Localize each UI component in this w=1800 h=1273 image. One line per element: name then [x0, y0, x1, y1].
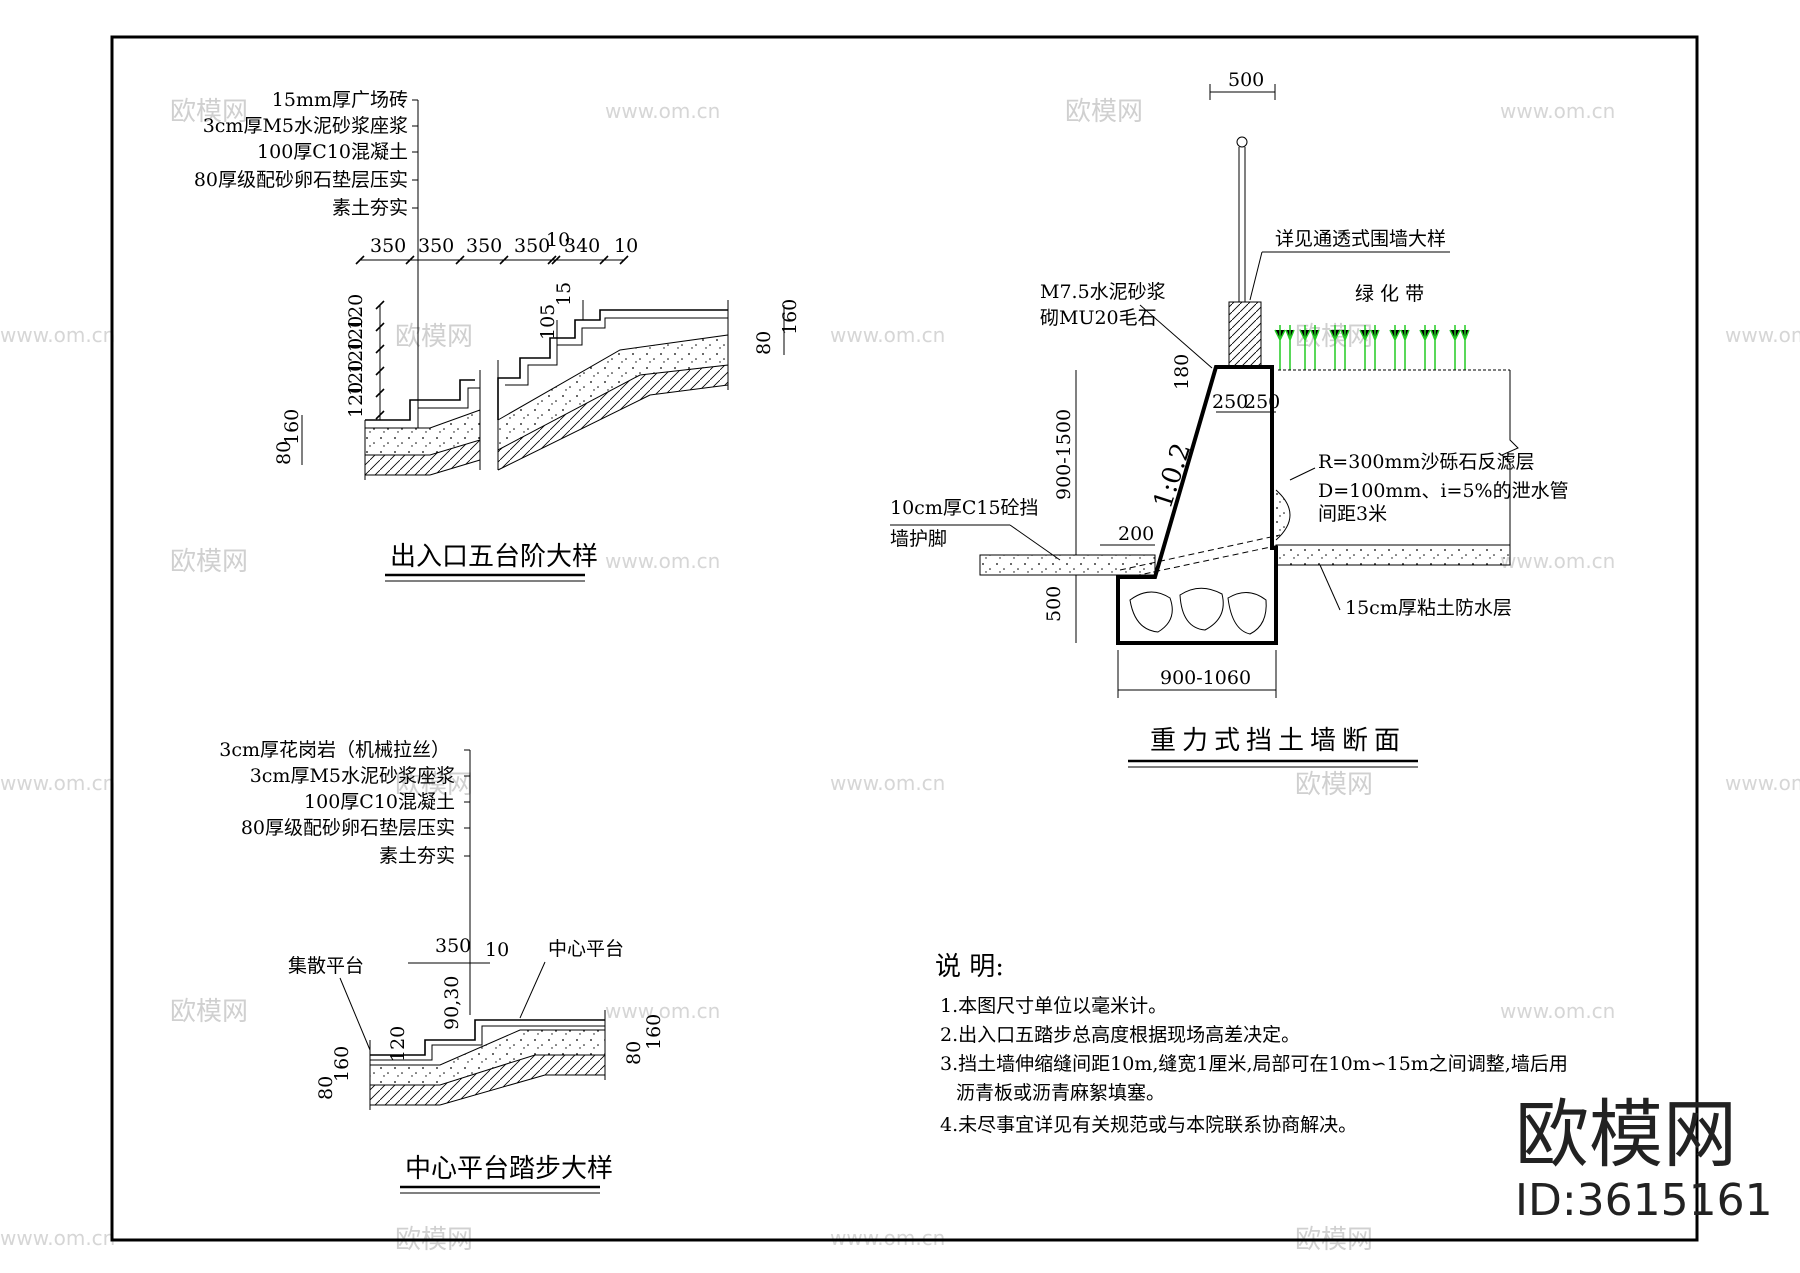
toe-label-2: 墙护脚 — [890, 528, 947, 550]
clay-label: 15cm厚粘土防水层 — [1345, 597, 1512, 619]
dim-label: 80 — [273, 441, 295, 465]
fence-note: 详见通透式围墙大样 — [1275, 228, 1446, 250]
drain-label-2: 间距3米 — [1318, 503, 1387, 525]
watermark-logo: 欧模网 — [170, 97, 248, 127]
note-item: 沥青板或沥青麻絮填塞。 — [956, 1082, 1165, 1104]
watermark-url: www.om.cn — [830, 1226, 945, 1250]
label-left: 集散平台 — [288, 955, 364, 977]
watermark-logo: 欧模网 — [1065, 97, 1143, 127]
watermark-url: www.om.cn — [605, 999, 720, 1023]
notes-heading: 说 明: — [935, 952, 1004, 982]
note-item: 1.本图尺寸单位以毫米计。 — [940, 995, 1167, 1017]
note-item: 2.出入口五踏步总高度根据现场高差决定。 — [940, 1024, 1300, 1046]
layer-label: 80厚级配砂卵石垫层压实 — [194, 169, 408, 191]
dim-label: 160 — [331, 1046, 353, 1082]
watermark-url: www.om.cn — [1500, 999, 1615, 1023]
notes: 说 明: 1.本图尺寸单位以毫米计。 2.出入口五踏步总高度根据现场高差决定。 … — [935, 952, 1568, 1136]
rubble — [1129, 587, 1267, 635]
dim-label: 90,30 — [441, 976, 463, 1030]
watermark-url: www.om.cn — [1500, 99, 1615, 123]
watermark-url: www.om.cn — [830, 323, 945, 347]
dim-label: 900-1500 — [1053, 409, 1075, 500]
dim-label: 80 — [315, 1076, 337, 1100]
detail-title: 出入口五台阶大样 — [390, 542, 598, 572]
layer-label: 15mm厚广场砖 — [272, 89, 408, 111]
dim-label: 160 — [281, 409, 303, 445]
watermark-url: www.om.cn — [0, 323, 115, 347]
filter-label: R=300mm沙砾石反滤层 — [1318, 451, 1535, 473]
layer-label: 素土夯实 — [332, 197, 408, 219]
watermark-url: www.om.cn — [1725, 771, 1800, 795]
layer-label: 3cm厚花岗岩（机械拉丝） — [219, 739, 450, 761]
watermark-grid: 欧模网 www.om.cn 欧模网 www.om.cn www.om.cn 欧模… — [0, 97, 1800, 1255]
layer-label: 3cm厚M5水泥砂浆座浆 — [250, 765, 455, 787]
detail-title: 重力式挡土墙断面 — [1150, 726, 1406, 756]
layer-label: 100厚C10混凝土 — [257, 141, 408, 163]
watermark-url: www.om.cn — [605, 549, 720, 573]
mortar-label-2: 砌MU20毛石 — [1040, 307, 1157, 329]
watermark-logo: 欧模网 — [170, 547, 248, 577]
drawing-frame — [110, 35, 1699, 1242]
dim-label: 120 — [345, 360, 367, 396]
detail-wall: 500 详见通透式围墙大样 绿 化 带 — [890, 69, 1569, 768]
green-belt-label: 绿 化 带 — [1355, 283, 1424, 305]
watermark-logo: 欧模网 — [170, 997, 248, 1027]
dim-label: 160 — [779, 299, 801, 335]
dim-label: 120 — [345, 316, 367, 352]
watermark-logo: 欧模网 — [395, 322, 473, 352]
dim-label: 120 — [345, 382, 367, 418]
watermark-url: www.om.cn — [605, 99, 720, 123]
brand-watermark: 欧模网 — [1515, 1092, 1737, 1178]
dim-label: 200 — [1118, 523, 1154, 545]
drain-label-1: D=100mm、i=5%的泄水管 — [1318, 480, 1569, 502]
dim-label: 350 — [466, 235, 502, 257]
watermark-url: www.om.cn — [0, 771, 115, 795]
watermark-url: www.om.cn — [1500, 549, 1615, 573]
layer-label: 素土夯实 — [379, 845, 455, 867]
watermark-url: www.om.cn — [1725, 323, 1800, 347]
layer-label: 80厚级配砂卵石垫层压实 — [241, 817, 455, 839]
toe-label-1: 10cm厚C15砼挡 — [890, 497, 1039, 519]
dim-label: 80 — [753, 331, 775, 355]
dim-label: 250 — [1244, 391, 1280, 413]
dim-label: 120 — [345, 294, 367, 330]
dim-label: 180 — [1171, 354, 1193, 390]
layer-label: 100厚C10混凝土 — [304, 791, 455, 813]
detail-platform: 3cm厚花岗岩（机械拉丝） 3cm厚M5水泥砂浆座浆 100厚C10混凝土 80… — [219, 739, 665, 1194]
dim-label: 350 — [418, 235, 454, 257]
detail-title: 中心平台踏步大样 — [405, 1154, 613, 1184]
dim-label: 350 — [435, 935, 471, 957]
dim-label: 80 — [623, 1041, 645, 1065]
dim-label: 250 — [1212, 391, 1248, 413]
dim-label: 350 — [370, 235, 406, 257]
watermark-url: www.om.cn — [0, 1226, 115, 1250]
dim-label: 900-1060 — [1160, 667, 1251, 689]
note-item: 4.未尽事宜详见有关规范或与本院联系协商解决。 — [940, 1114, 1357, 1136]
detail-steps: 15mm厚广场砖 3cm厚M5水泥砂浆座浆 100厚C10混凝土 80厚级配砂卵… — [194, 89, 801, 582]
watermark-url: www.om.cn — [830, 771, 945, 795]
layer-label: 3cm厚M5水泥砂浆座浆 — [203, 115, 408, 137]
plants — [1274, 325, 1470, 370]
watermark-logo: 欧模网 — [1295, 770, 1373, 800]
dim-label: 10 — [485, 939, 509, 961]
dim-label: 10 — [614, 235, 638, 257]
dim-label: 120 — [345, 338, 367, 374]
dim-label: 160 — [643, 1014, 665, 1050]
mortar-label-1: M7.5水泥砂浆 — [1040, 281, 1166, 303]
dim-label: 340 — [564, 235, 600, 257]
dim-label: 350 — [514, 235, 550, 257]
watermark-logo: 欧模网 — [395, 770, 473, 800]
note-item: 3.挡土墙伸缩缝间距10m,缝宽1厘米,局部可在10m∽15m之间调整,墙后用 — [940, 1053, 1568, 1075]
dim-label: 15 — [553, 282, 575, 306]
dim-label: 10 — [546, 229, 570, 251]
label-right: 中心平台 — [548, 938, 624, 960]
dim-label: 500 — [1043, 586, 1065, 622]
dim-label: 105 — [537, 304, 559, 340]
dim-label: 500 — [1228, 69, 1264, 91]
dim-label: 120 — [387, 1026, 409, 1062]
brand-id: ID:3615161 — [1515, 1175, 1773, 1226]
